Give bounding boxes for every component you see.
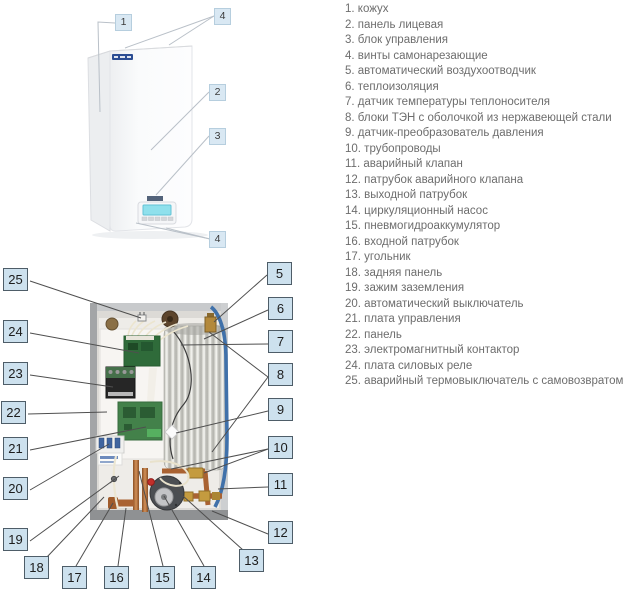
leader-lines-internal	[27, 274, 269, 567]
callout-11: 11	[268, 473, 293, 496]
display-screen	[142, 204, 172, 216]
control-board	[117, 401, 163, 441]
pressure-sensor	[164, 424, 180, 440]
legend-item: 14. циркуляционный насос	[345, 204, 488, 217]
thermal-cutout	[137, 312, 147, 322]
legend-item: 22. панель	[345, 328, 402, 341]
safety-valve-tube	[209, 305, 229, 508]
callout-4-bottom: 4	[209, 231, 226, 248]
callout-25: 25	[3, 268, 28, 291]
internal-view-photo	[90, 303, 229, 520]
circuit-breakers	[95, 435, 125, 466]
legend-item: 25. аварийный термовыключатель с самовоз…	[345, 375, 624, 387]
left-top-fitting	[105, 317, 119, 331]
legend-item: 15. пневмогидроаккумулятор	[345, 220, 501, 232]
control-display	[137, 201, 177, 225]
callout-24: 24	[3, 320, 28, 343]
panel-label-strip	[147, 196, 163, 201]
callout-10: 10	[268, 436, 293, 459]
callout-16: 16	[104, 566, 129, 589]
display-buttons	[141, 216, 174, 221]
callout-13: 13	[239, 549, 264, 572]
circulation-pump	[147, 475, 185, 511]
legend-item: 24. плата силовых реле	[345, 359, 473, 372]
contactor	[105, 366, 136, 399]
legend-item: 9. датчик-преобразователь давления	[345, 127, 544, 139]
callout-19: 19	[3, 528, 28, 551]
parts-legend: 1. кожух 2. панель лицевая 3. блок управ…	[345, 2, 624, 390]
legend-item: 1. кожух	[345, 3, 389, 15]
callout-3: 3	[209, 128, 226, 145]
capillary-wire	[169, 330, 192, 460]
callout-5: 5	[267, 262, 292, 285]
legend-item: 10. трубопроводы	[345, 142, 441, 155]
boiler-shadow	[92, 231, 208, 239]
legend-item: 23. электромагнитный контактор	[345, 344, 520, 356]
callout-23: 23	[3, 362, 28, 385]
callout-7: 7	[268, 330, 293, 353]
callout-2: 2	[209, 84, 226, 101]
callout-15: 15	[150, 566, 175, 589]
callout-20: 20	[3, 477, 28, 500]
callout-12: 12	[268, 521, 293, 544]
flat-cable	[147, 368, 157, 402]
legend-item: 21. плата управления	[345, 313, 461, 325]
brass-fitting	[212, 492, 220, 500]
callout-22: 22	[1, 401, 26, 424]
legend-item: 13. выходной патрубок	[345, 189, 468, 201]
legend-item: 7. датчик температуры теплоносителя	[345, 96, 551, 108]
callout-8: 8	[268, 363, 293, 386]
boiler-front-panel	[109, 45, 193, 232]
safety-valve	[198, 490, 211, 502]
front-view-figure	[87, 45, 208, 239]
callout-21: 21	[3, 437, 28, 460]
legend-item: 16. входной патрубок	[345, 235, 459, 248]
brass-fitting	[183, 491, 194, 502]
callout-9: 9	[268, 398, 293, 421]
legend-item: 11. аварийный клапан	[345, 158, 463, 170]
bottom-cable	[112, 455, 120, 510]
legend-item: 18. задняя панель	[345, 266, 443, 279]
brass-fitting	[187, 467, 204, 479]
legend-item: 20. автоматический выключатель	[345, 297, 524, 310]
callout-6: 6	[268, 297, 293, 320]
legend-item: 17. угольник	[345, 251, 411, 263]
brand-logo	[112, 54, 133, 60]
legend-item: 4. винты самонарезающие	[345, 49, 488, 62]
callout-1: 1	[115, 14, 132, 31]
callout-17: 17	[62, 566, 87, 589]
legend-item: 8. блоки ТЭН с оболочкой из нержавеющей …	[345, 111, 612, 124]
legend-item: 19. зажим заземления	[345, 282, 465, 294]
legend-item: 5. автоматический воздухоотводчик	[345, 65, 536, 77]
legend-item: 12. патрубок аварийного клапана	[345, 173, 524, 186]
boiler-top-edge	[87, 45, 193, 59]
callout-18: 18	[24, 556, 49, 579]
legend-item: 6. теплоизоляция	[345, 80, 439, 93]
leader-lines-front	[97, 15, 215, 240]
pump-indicator	[147, 478, 155, 486]
callout-4-top: 4	[214, 8, 231, 25]
pump-cable-loop	[149, 460, 190, 487]
legend-item: 3. блок управления	[345, 34, 449, 46]
air-vent	[204, 313, 217, 333]
legend-item: 2. панель лицевая	[345, 18, 444, 31]
callout-14: 14	[191, 566, 216, 589]
